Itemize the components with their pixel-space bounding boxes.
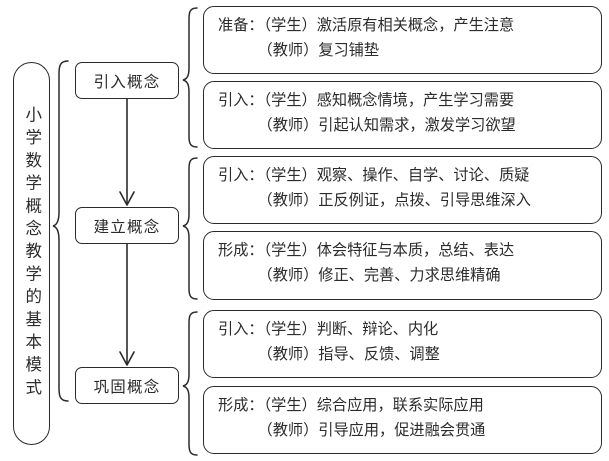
stage-label: 建立概念: [93, 218, 161, 236]
content-line-2: （教师）复习铺垫: [257, 41, 380, 59]
content-box[interactable]: 引入：（学生）观察、操作、自学、讨论、质疑 （教师）正反例证，点拨、引导思维深入: [203, 156, 602, 224]
content-line-1: 准备：（学生）激活原有相关概念，产生注意: [218, 17, 515, 34]
content-line-1: 形成：（学生）综合应用，联系实际应用: [218, 397, 484, 414]
stage-brace-1: [182, 7, 198, 148]
content-line-2: （教师）引导应用，促进融会贯通: [257, 421, 486, 439]
stage-label: 巩固概念: [93, 378, 161, 396]
content-line-1: 形成：（学生）体会特征与本质，总结、表达: [218, 242, 515, 259]
content-box[interactable]: 引入：（学生）感知概念情境，产生学习需要 （教师）引起认知需求，激发学习欲望: [203, 81, 602, 149]
stage-brace-3: [182, 311, 198, 456]
content-box[interactable]: 形成：（学生）体会特征与本质，总结、表达 （教师）修正、完善、力求思维精确: [203, 231, 602, 300]
stage-box-establish[interactable]: 建立概念: [75, 207, 179, 244]
content-line-2: （教师）指导、反馈、调整: [257, 345, 440, 363]
page-title: 小学数学概念教学的基本模式: [22, 105, 42, 402]
content-line-2: （教师）引起认知需求，激发学习欲望: [257, 116, 516, 134]
arrow-head-2: [119, 351, 135, 366]
stage-label: 引入概念: [93, 73, 161, 91]
stage-box-introduce[interactable]: 引入概念: [75, 62, 179, 99]
stage-brace-2: [182, 157, 198, 300]
diagram-title-box: 小学数学概念教学的基本模式: [13, 62, 50, 445]
content-box[interactable]: 准备：（学生）激活原有相关概念，产生注意 （教师）复习铺垫: [203, 6, 602, 74]
main-brace: [52, 60, 69, 402]
stage-box-consolidate[interactable]: 巩固概念: [75, 367, 179, 404]
content-line-2: （教师）修正、完善、力求思维精确: [257, 266, 501, 284]
content-box[interactable]: 形成：（学生）综合应用，联系实际应用 （教师）引导应用，促进融会贯通: [203, 386, 602, 454]
content-line-1: 引入：（学生）观察、操作、自学、讨论、质疑: [218, 167, 530, 184]
arrow-head-1: [119, 191, 135, 206]
content-box[interactable]: 引入：（学生）判断、辩论、内化 （教师）指导、反馈、调整: [203, 310, 602, 378]
content-line-1: 引入：（学生）感知概念情境，产生学习需要: [218, 92, 515, 109]
content-line-2: （教师）正反例证，点拨、引导思维深入: [257, 191, 531, 209]
content-line-1: 引入：（学生）判断、辩论、内化: [218, 321, 439, 338]
